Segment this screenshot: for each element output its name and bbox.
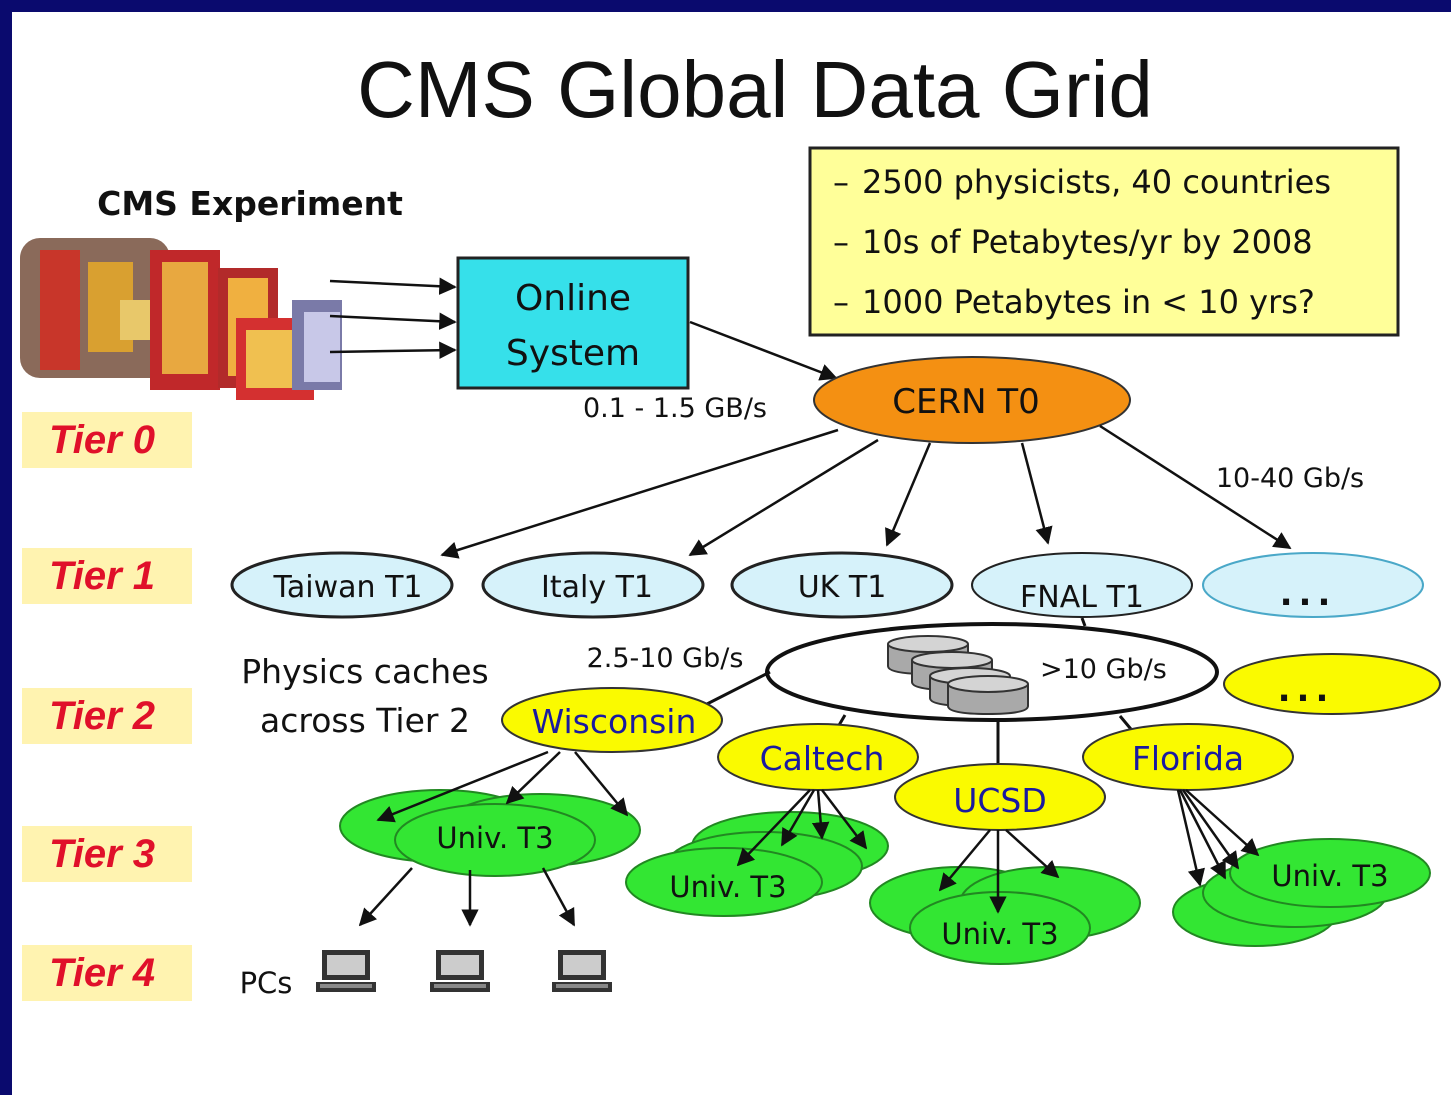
tier1-label: FNAL T1 [1020, 580, 1144, 615]
laptop-icon [316, 950, 376, 992]
tier2-to-tier3-arrow [821, 789, 868, 850]
cern-to-tier1-arrow [688, 438, 879, 557]
detector-arrow [329, 277, 457, 295]
online-system-label-line2: System [506, 333, 640, 374]
cern-to-tier1-arrow [440, 428, 839, 559]
tier2-node [1223, 653, 1441, 715]
tier-band [22, 945, 192, 1001]
tier3-label: Univ. T3 [669, 870, 786, 904]
tier3-label: Univ. T3 [436, 821, 553, 855]
tier1-label: ... [1280, 574, 1337, 614]
cms-experiment-label: CMS Experiment [97, 184, 403, 223]
facts-box [808, 146, 1400, 337]
tier3-to-pc-arrow [541, 867, 576, 927]
tier2-to-tier3-arrow [1181, 789, 1240, 870]
online-system-label-line1: Online [515, 278, 631, 319]
ring-connector [1080, 617, 1087, 627]
diagram: CMS Global Data Grid CMS Experiment Onli… [20, 45, 1441, 1001]
cern-to-tier1-arrow [1020, 442, 1053, 545]
cern-to-tier1-arrow [885, 442, 932, 547]
tier1-node [481, 551, 705, 619]
tier2-to-tier3-arrow [574, 751, 629, 817]
facts-bullet: – [833, 223, 849, 261]
tier-band [22, 412, 192, 468]
tier2-note-line2: across Tier 2 [260, 701, 470, 740]
tier-band [22, 548, 192, 604]
online-system-box [456, 256, 690, 390]
tier1-node [230, 551, 454, 619]
tier2-to-tier3-arrow [938, 829, 991, 892]
tier1-node [971, 552, 1193, 618]
tier3-to-pc-arrow [358, 867, 413, 927]
facts-bullet: – [833, 163, 849, 201]
tier3-node [909, 891, 1091, 965]
tier2-to-tier3-arrow [505, 751, 561, 805]
tier2-label: UCSD [953, 781, 1047, 820]
cern-to-tier1-arrow [1099, 424, 1292, 550]
fact-item: 1000 Petabytes in < 10 yrs? [862, 283, 1315, 321]
detector-arrow [329, 341, 457, 360]
tier1-node [730, 551, 954, 619]
online-to-cern-arrow [689, 320, 838, 381]
page-title: CMS Global Data Grid [357, 45, 1153, 134]
cern-t0-label: CERN T0 [892, 382, 1040, 422]
rate-cern-to-tier1: 10-40 Gb/s [1216, 463, 1364, 494]
rate-online-to-cern: 0.1 - 1.5 GB/s [583, 393, 767, 424]
tier2-to-tier3-arrow [736, 789, 811, 867]
disk-icon [947, 675, 1029, 715]
rate-cache: >10 Gb/s [1040, 654, 1167, 685]
fact-item: 10s of Petabytes/yr by 2008 [862, 223, 1313, 261]
tier2-to-tier3-arrow [811, 789, 830, 840]
laptop-icon [552, 950, 612, 992]
laptop-icon [430, 950, 490, 992]
tier2-label: Wisconsin [532, 702, 697, 741]
tier-label: Tier 0 [49, 418, 155, 462]
facts-bullet: – [833, 283, 849, 321]
tier3-node [1229, 838, 1431, 908]
tier2-label: ... [1278, 670, 1335, 710]
detector-arrow [329, 312, 457, 330]
tier3-node [394, 803, 596, 877]
tier2-to-tier3-arrow [1176, 789, 1205, 887]
tier2-label: Caltech [760, 739, 885, 778]
tier2-to-tier3-arrow [780, 789, 816, 847]
ring-connector [704, 670, 771, 707]
tier2-to-tier3-arrow [376, 750, 549, 823]
tier2-to-tier3-arrow [1185, 789, 1260, 857]
rate-tier1-to-tier2: 2.5-10 Gb/s [587, 643, 744, 674]
tier2-to-tier3-arrow [1005, 829, 1060, 879]
tier3-label: Univ. T3 [941, 917, 1058, 951]
tier-band [22, 688, 192, 744]
cern-t0-node [813, 356, 1131, 444]
tier1-node [1202, 552, 1424, 618]
slide: CMS Global Data Grid CMS Experiment Onli… [12, 12, 1451, 1095]
pcs-label: PCs [240, 966, 293, 1000]
tier3-label: Univ. T3 [1271, 859, 1388, 893]
tier-label: Tier 2 [49, 694, 155, 738]
tier2-note-line1: Physics caches [241, 652, 488, 691]
tier2-label: Florida [1132, 739, 1244, 778]
tier3-node [625, 847, 823, 917]
tier2-to-tier3-arrow [1178, 789, 1227, 880]
tier-label: Tier 3 [49, 832, 155, 876]
tier-label: Tier 4 [49, 951, 155, 995]
tier-band [22, 826, 192, 882]
tier1-label: Taiwan T1 [273, 570, 423, 605]
tier2-node [1082, 723, 1294, 791]
tier-label: Tier 1 [49, 554, 155, 598]
tier2-node [501, 687, 723, 753]
cms-detector-image [20, 238, 342, 400]
tier1-label: UK T1 [798, 570, 887, 605]
tier2-node [894, 763, 1106, 831]
tier1-label: Italy T1 [541, 570, 653, 605]
fact-item: 2500 physicists, 40 countries [862, 163, 1331, 201]
